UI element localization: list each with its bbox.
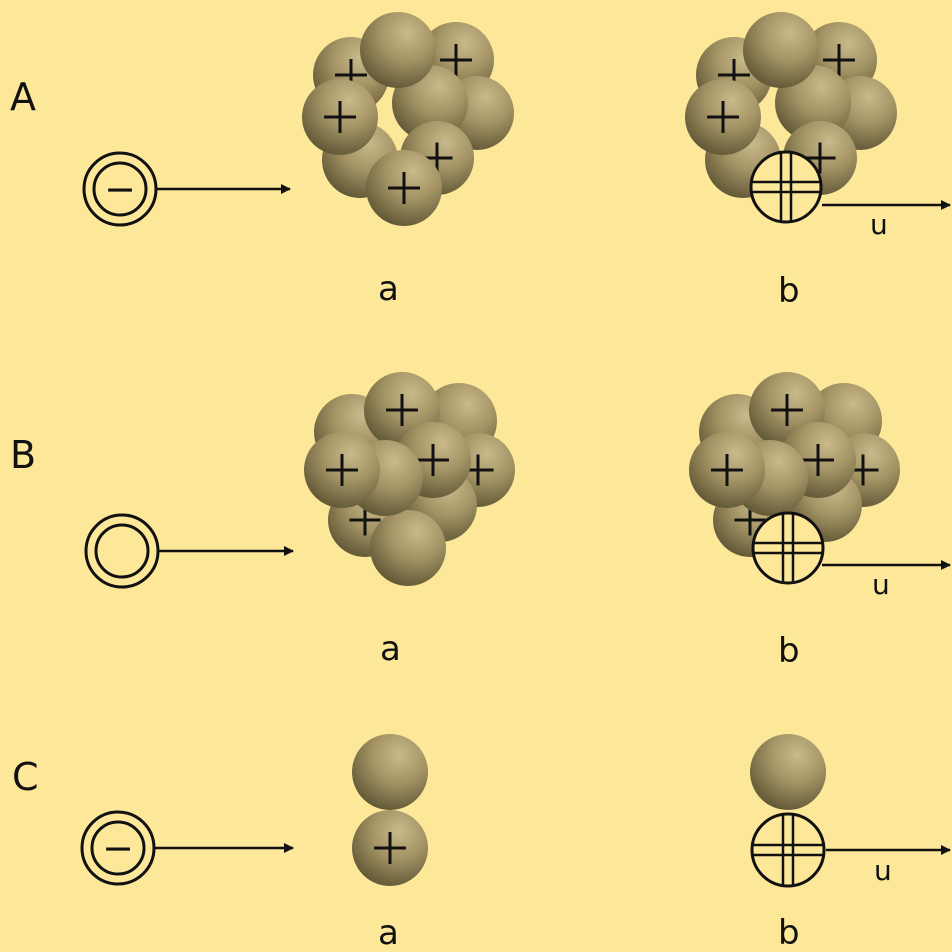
plus-sign <box>386 394 418 426</box>
plus-sign <box>711 454 743 486</box>
ejected-proton-row-B <box>751 511 825 585</box>
nucleus-row-A-panel-a <box>302 12 514 226</box>
row-label-A: A <box>10 75 36 119</box>
ejected-proton-row-C <box>750 812 826 888</box>
hatched-proton-outline <box>751 511 825 585</box>
plus-sign <box>802 444 834 476</box>
plus-sign <box>440 44 472 76</box>
neutron-sphere <box>750 734 826 810</box>
hatched-proton-outline <box>750 812 826 888</box>
plus-sign <box>823 44 855 76</box>
panel-b-label-row-B: b <box>778 631 800 671</box>
plus-sign <box>804 142 836 174</box>
panel-b-label-row-A: b <box>778 271 800 311</box>
plus-sign <box>374 832 406 864</box>
hatch-lines <box>752 814 824 886</box>
plus-sign <box>388 172 420 204</box>
nucleus-row-B-panel-a <box>304 372 515 586</box>
panel-a-label-row-A: a <box>378 269 399 309</box>
incoming-particle-row-C: − <box>80 810 156 886</box>
particle-symbol-row-C: − <box>102 826 134 870</box>
ejected-proton-row-A <box>749 150 823 224</box>
incoming-particle-row-A: − <box>82 151 158 227</box>
panel-b-label-row-C: b <box>778 913 800 952</box>
panel-a-label-row-B: a <box>380 629 401 669</box>
hatched-proton-outline <box>749 150 823 224</box>
velocity-label-row-C: u <box>874 854 892 887</box>
plus-sign <box>324 101 356 133</box>
nucleon-sphere <box>370 510 446 586</box>
hatch-lines <box>751 152 821 222</box>
neutron-sphere <box>352 734 428 810</box>
velocity-label-row-B: u <box>872 568 890 601</box>
plus-sign <box>326 454 358 486</box>
nucleon-sphere <box>360 12 436 88</box>
panel-a-label-row-C: a <box>378 913 399 952</box>
incoming-particle-row-B <box>84 513 160 589</box>
plus-sign <box>707 101 739 133</box>
nucleus-row-C-panel-a <box>352 734 428 886</box>
nucleus-row-C-panel-b <box>750 734 826 810</box>
plus-sign <box>417 444 449 476</box>
row-label-B: B <box>10 433 36 477</box>
plus-sign <box>771 394 803 426</box>
nucleon-sphere <box>743 12 819 88</box>
velocity-label-row-A: u <box>870 208 888 241</box>
particle-symbol-row-A: − <box>104 167 136 211</box>
row-label-C: C <box>12 755 39 799</box>
hatch-lines <box>753 513 823 583</box>
